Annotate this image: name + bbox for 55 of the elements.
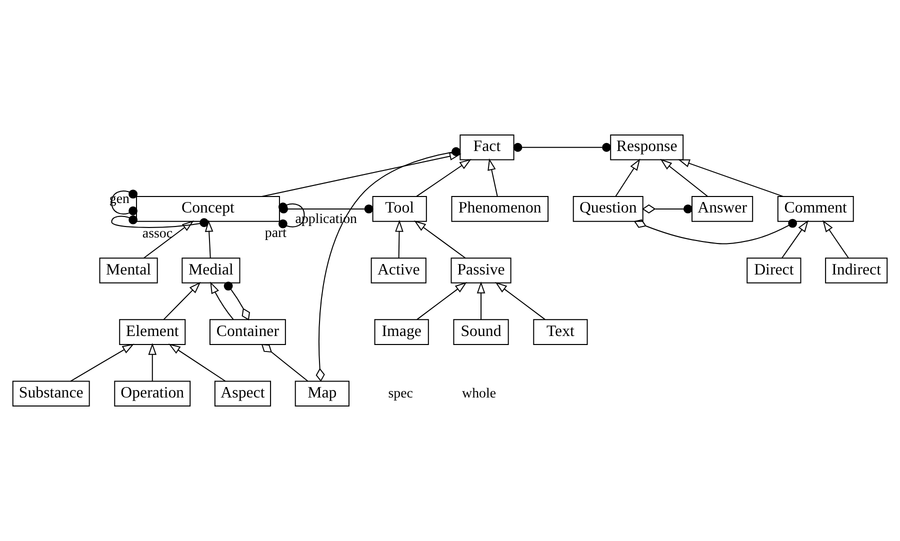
connector	[224, 282, 250, 320]
arrow	[416, 282, 467, 320]
arrow	[148, 343, 157, 382]
node-box: Concept	[136, 196, 280, 222]
node-box: Map	[294, 380, 350, 407]
node-box: Question	[572, 196, 644, 222]
label: spec	[388, 386, 413, 402]
node-box: Tool	[372, 196, 427, 222]
node-box: Element	[119, 319, 186, 345]
node-box: Text	[533, 319, 588, 345]
arrow	[168, 344, 226, 382]
arrow	[476, 281, 486, 320]
arrow	[416, 158, 472, 197]
edge-label: part	[264, 226, 286, 241]
node-box: Comment	[777, 196, 854, 222]
label: whole	[462, 386, 496, 402]
connector	[316, 147, 461, 382]
connector	[111, 215, 209, 228]
arrow	[204, 220, 214, 259]
node-box: Operation	[114, 380, 191, 407]
node-box: Substance	[12, 380, 90, 407]
node-box: Mental	[99, 258, 158, 284]
arrow	[678, 159, 784, 197]
node-box: Image	[374, 319, 429, 345]
arrow	[210, 282, 234, 320]
arrow	[414, 220, 466, 259]
node-box: Fact	[460, 134, 514, 160]
connector	[634, 218, 798, 244]
node-box: Medial	[182, 258, 240, 284]
arrow	[781, 220, 808, 259]
node-box: Direct	[746, 258, 802, 284]
node-box: Sound	[453, 319, 509, 345]
connector	[513, 142, 611, 152]
node-box: Aspect	[214, 380, 272, 407]
connector	[261, 344, 308, 382]
node-box: Answer	[692, 196, 754, 222]
arrow	[143, 220, 194, 259]
arrow	[395, 220, 404, 259]
node-box: Phenomenon	[451, 196, 549, 222]
node-box: Response	[610, 134, 684, 160]
node-box: Container	[209, 319, 286, 345]
edge-label: assoc	[142, 226, 173, 242]
arrow	[660, 158, 708, 197]
arrow	[261, 152, 462, 197]
arrow	[70, 344, 134, 382]
node-box: Active	[370, 258, 426, 284]
arrow	[488, 158, 498, 197]
node-box: Indirect	[825, 258, 888, 284]
arrow	[163, 282, 201, 320]
arrow	[615, 158, 640, 197]
arrow	[822, 220, 849, 259]
connector	[279, 204, 374, 214]
connector	[642, 204, 692, 214]
arrow	[495, 282, 546, 320]
node-box: Passive	[450, 258, 512, 284]
